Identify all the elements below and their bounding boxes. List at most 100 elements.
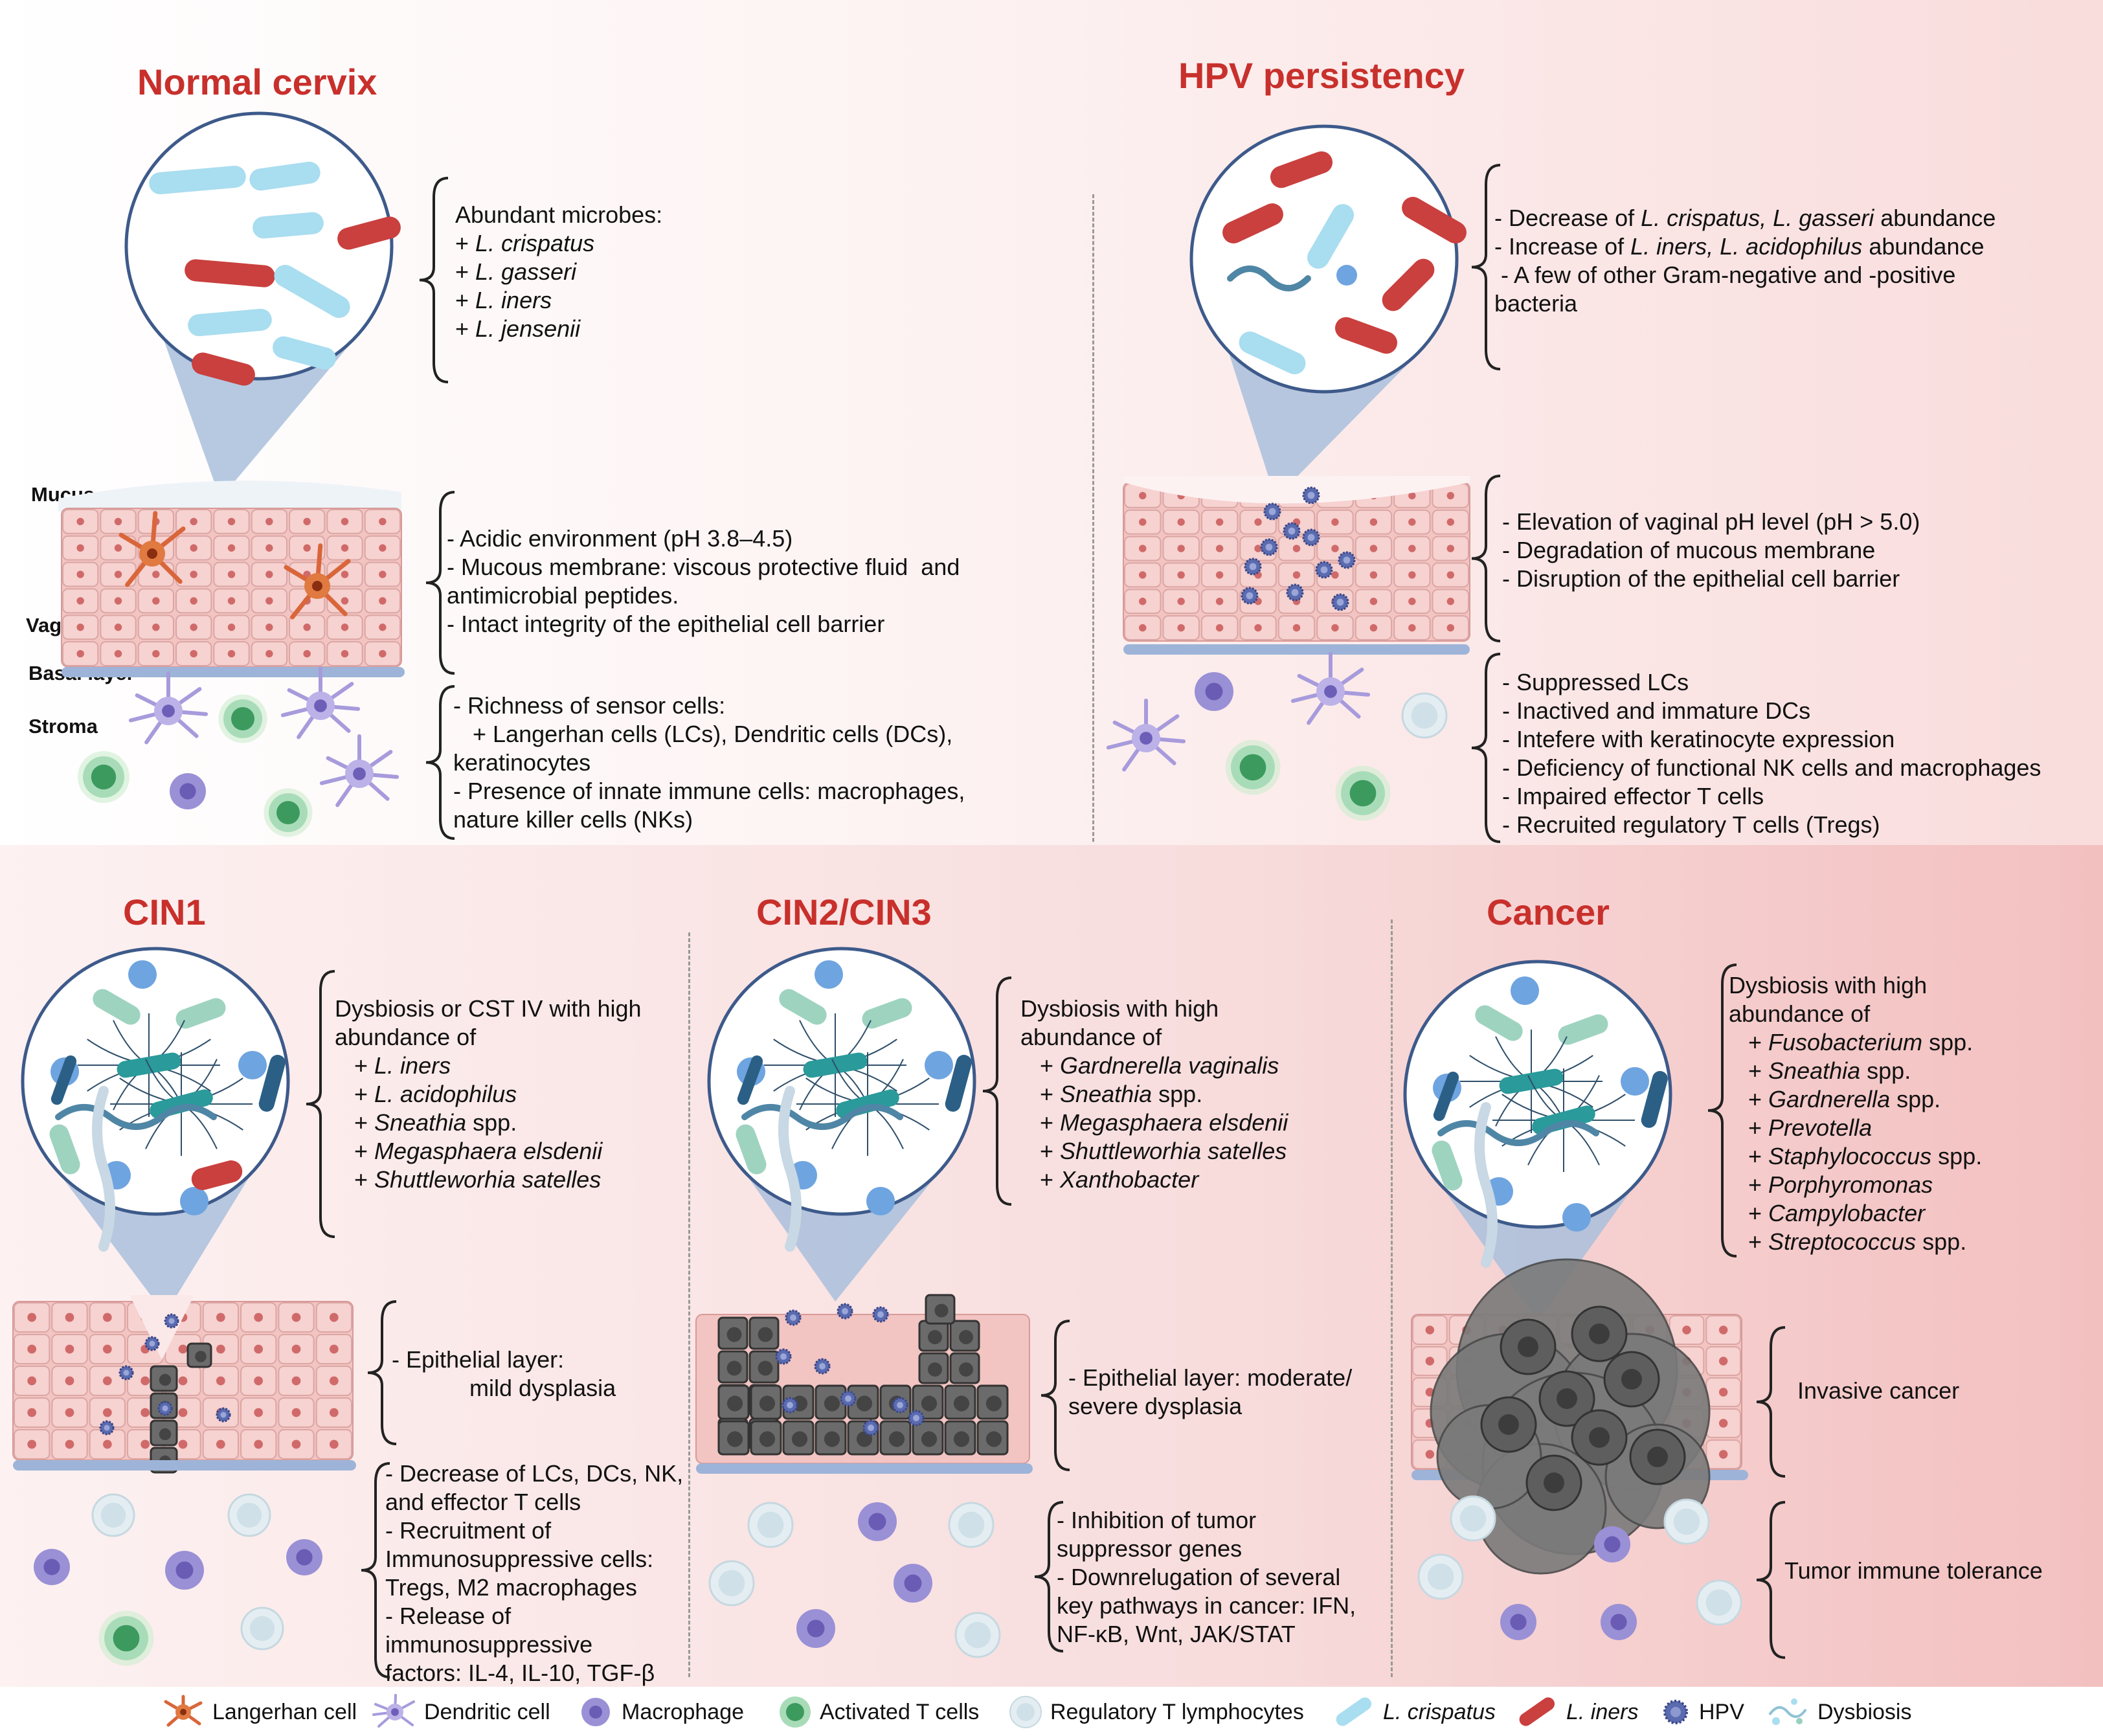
epithelial-nucleus — [1177, 518, 1185, 526]
hpv-core — [1307, 491, 1315, 499]
regulatory-t-cell-icon — [1009, 1696, 1042, 1728]
tumor-nucleus — [1589, 1324, 1610, 1344]
species-name: Shuttleworhia satelles — [1060, 1138, 1287, 1164]
epithelial-nucleus — [379, 597, 387, 605]
epithelial-nucleus — [1425, 1450, 1435, 1459]
immune-line: - Presence of innate immune cells: macro… — [453, 778, 965, 804]
macrophage-nucleus — [1604, 1536, 1621, 1553]
treg-nucleus — [1705, 1589, 1733, 1616]
epithelial-nucleus — [1408, 571, 1416, 579]
langerhan-cell-icon — [164, 1695, 203, 1727]
epithelial-nucleus — [265, 597, 273, 605]
tcell-nucleus — [276, 801, 300, 824]
epithelial-nucleus — [1215, 624, 1224, 632]
cancer-epithelium-text: Invasive cancer — [1797, 1377, 1959, 1405]
epithelial-nucleus — [303, 544, 311, 552]
microbes-line: - Decrease of L. crispatus, L. gasseri a… — [1494, 205, 1996, 231]
bacterium — [1334, 317, 1398, 354]
microbes-line: - Increase of L. iners, L. acidophilus a… — [1494, 233, 1985, 260]
epithelium-line: - Acidic environment (pH 3.8–4.5) — [447, 525, 793, 552]
epithelial-nucleus — [216, 1376, 225, 1386]
species-name: L. iners — [374, 1052, 451, 1079]
immune-line: - Recruited regulatory T cells (Tregs) — [1502, 811, 1880, 838]
epithelial-nucleus — [190, 597, 197, 605]
epithelial-nucleus — [1369, 571, 1378, 579]
coccus — [238, 1051, 267, 1079]
curly-brace — [1756, 1326, 1786, 1478]
treg-nucleus — [757, 1511, 784, 1539]
epithelial-nucleus — [114, 517, 122, 526]
treg-nucleus — [236, 1502, 262, 1528]
dysplastic-nucleus — [928, 1330, 942, 1344]
legend-background — [0, 1687, 2103, 1736]
dark-rod — [1641, 1071, 1668, 1128]
tcell-nucleus — [1349, 780, 1377, 807]
species-name: Porphyromonas — [1768, 1171, 1933, 1198]
epithelial-nucleus — [1369, 518, 1378, 526]
tcell-nucleus — [231, 707, 254, 730]
microbes-line: Abundant microbes: — [455, 201, 663, 228]
epithelial-nucleus — [216, 1344, 225, 1354]
dendritic-nucleus — [1324, 685, 1337, 698]
epithelial-nucleus — [227, 570, 236, 578]
microbes-line: abundance of — [1020, 1024, 1162, 1050]
epithelium-breach — [129, 1295, 194, 1360]
dysplastic-nucleus — [953, 1431, 970, 1447]
epithelium-line: - Epithelial layer: moderate/ — [1068, 1364, 1353, 1391]
epithelial-nucleus — [227, 544, 236, 552]
epithelial-nucleus — [178, 1439, 188, 1449]
immune-line: - Intefere with keratinocyte expression — [1502, 726, 1895, 752]
epithelial-nucleus — [1177, 571, 1185, 579]
epithelial-nucleus — [291, 1376, 301, 1386]
dysplastic-nucleus — [159, 1428, 172, 1441]
epithelium-line: severe dysplasia — [1068, 1393, 1243, 1419]
epithelial-nucleus — [227, 597, 236, 605]
spirochete — [741, 1104, 903, 1130]
dysplastic-nucleus — [985, 1395, 1002, 1412]
curly-brace — [1756, 1501, 1786, 1659]
filament — [92, 1086, 115, 1252]
immune-line: - Impaired effector T cells — [1502, 783, 1764, 809]
dysplastic-nucleus — [824, 1395, 840, 1412]
hpv-core — [790, 1314, 796, 1321]
epithelial-nucleus — [1292, 571, 1301, 579]
epithelial-nucleus — [291, 1408, 301, 1417]
epithelial-nucleus — [1682, 1325, 1691, 1335]
dysplastic-nucleus — [726, 1395, 743, 1412]
species-name: Fusobacterium — [1768, 1029, 1923, 1055]
microbes-line: + L. crispatus — [455, 230, 595, 256]
microbes-line: + Sneathia spp. — [335, 1109, 517, 1136]
epithelial-nucleus — [65, 1313, 74, 1322]
spirochete — [55, 1104, 217, 1130]
bacterium — [192, 352, 255, 386]
legend-label: Dysbiosis — [1817, 1699, 1912, 1724]
microbes-line: + Gardnerella spp. — [1729, 1086, 1941, 1112]
microbes-line: + Gardnerella vaginalis — [1020, 1052, 1279, 1079]
treg-nucleus — [249, 1616, 275, 1641]
coccus — [1562, 1203, 1591, 1232]
legend-dendritic-cell: Dendritic cell — [372, 1694, 550, 1729]
treg-nucleus — [958, 1511, 985, 1539]
hpv-core — [1320, 566, 1328, 574]
epithelial-nucleus — [1331, 545, 1339, 552]
microbes-line: Dysbiosis or CST IV with high — [335, 995, 642, 1022]
epithelial-nucleus — [265, 517, 273, 526]
langerhan-nucleus — [147, 548, 157, 559]
hpv-core — [868, 1425, 874, 1431]
label-stroma: Stroma — [28, 715, 98, 738]
curly-brace — [425, 685, 455, 840]
epithelial-nucleus — [27, 1344, 37, 1354]
epithelial-nucleus — [1254, 624, 1262, 632]
curly-brace — [1034, 1501, 1064, 1652]
epithelial-nucleus — [1177, 598, 1185, 605]
epithelial-nucleus — [1408, 518, 1416, 526]
legend-label: Dendritic cell — [424, 1699, 550, 1724]
epithelial-nucleus — [379, 517, 387, 526]
green-rod — [93, 989, 141, 1025]
curly-brace — [306, 970, 335, 1238]
microbes-line: + L. gasseri — [455, 258, 577, 285]
epithelial-nucleus — [190, 570, 197, 578]
epithelial-nucleus — [227, 624, 236, 631]
